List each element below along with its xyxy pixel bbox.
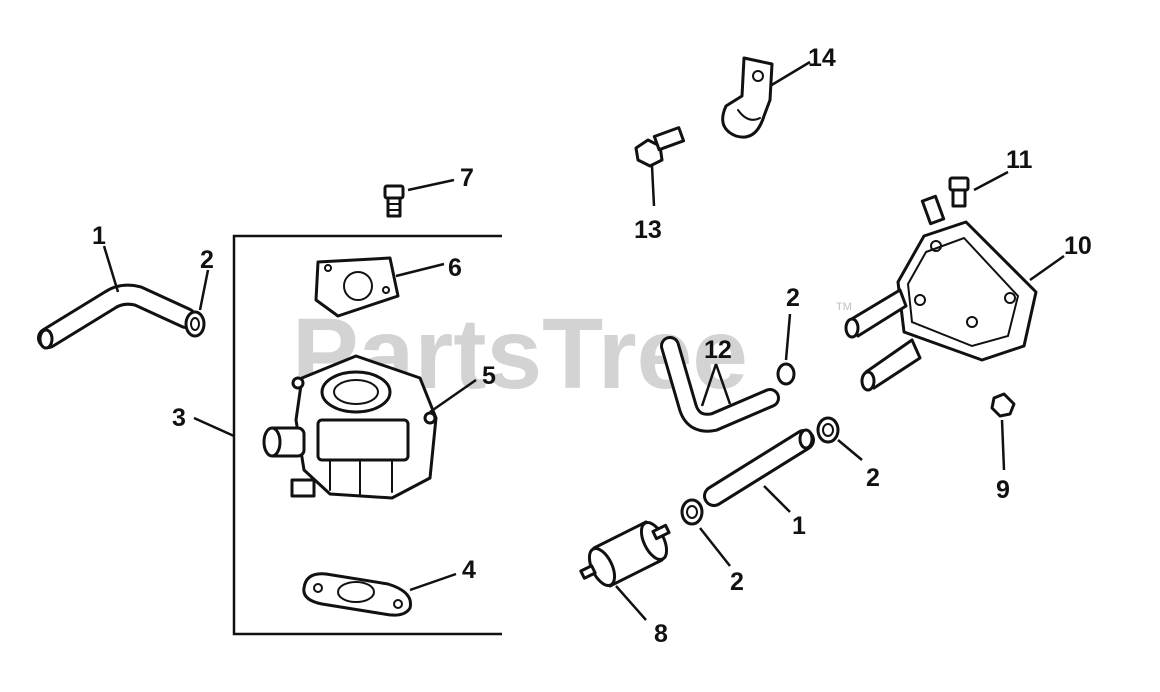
callout-13: 13 — [634, 216, 662, 244]
callout-11: 11 — [1006, 146, 1033, 174]
callout-1-right: 1 — [792, 512, 806, 540]
hose-clamp-lower[interactable] — [680, 498, 704, 526]
clip-14[interactable] — [721, 56, 774, 139]
callout-6: 6 — [448, 254, 462, 282]
screw-7[interactable] — [383, 184, 405, 218]
hose-clamp-middle-right[interactable] — [816, 416, 840, 444]
gasket-6[interactable] — [314, 256, 400, 318]
callout-5: 5 — [482, 362, 496, 390]
fuel-pump-10[interactable] — [844, 194, 1038, 392]
bolt-13[interactable] — [634, 126, 686, 168]
fuel-hose-12[interactable] — [660, 336, 780, 433]
callout-2-lower: 2 — [730, 568, 744, 596]
callout-12: 12 — [704, 336, 732, 364]
callout-14: 14 — [808, 44, 836, 72]
hose-clamp-left[interactable] — [184, 310, 206, 338]
bolt-11[interactable] — [948, 176, 970, 208]
leader-lines — [102, 60, 1065, 621]
callout-10: 10 — [1064, 232, 1092, 260]
callout-8: 8 — [654, 620, 668, 648]
carburetor-5[interactable] — [262, 354, 438, 500]
callout-2-upper-right: 2 — [786, 284, 800, 312]
callout-2-left: 2 — [200, 246, 214, 274]
fuel-filter-8[interactable] — [579, 519, 672, 590]
callout-3: 3 — [172, 404, 186, 432]
callout-4: 4 — [462, 556, 476, 584]
fuel-hose-left[interactable] — [37, 283, 197, 350]
callout-2-middle-right: 2 — [866, 464, 880, 492]
hose-clamp-upper-right[interactable] — [776, 362, 796, 386]
fitting-9[interactable] — [990, 392, 1016, 418]
watermark-trademark: TM — [836, 301, 852, 313]
callout-9: 9 — [996, 476, 1010, 504]
callout-1-left: 1 — [92, 222, 106, 250]
callout-7: 7 — [460, 164, 474, 192]
fuel-hose-right[interactable] — [703, 428, 815, 507]
gasket-4[interactable] — [302, 572, 413, 617]
